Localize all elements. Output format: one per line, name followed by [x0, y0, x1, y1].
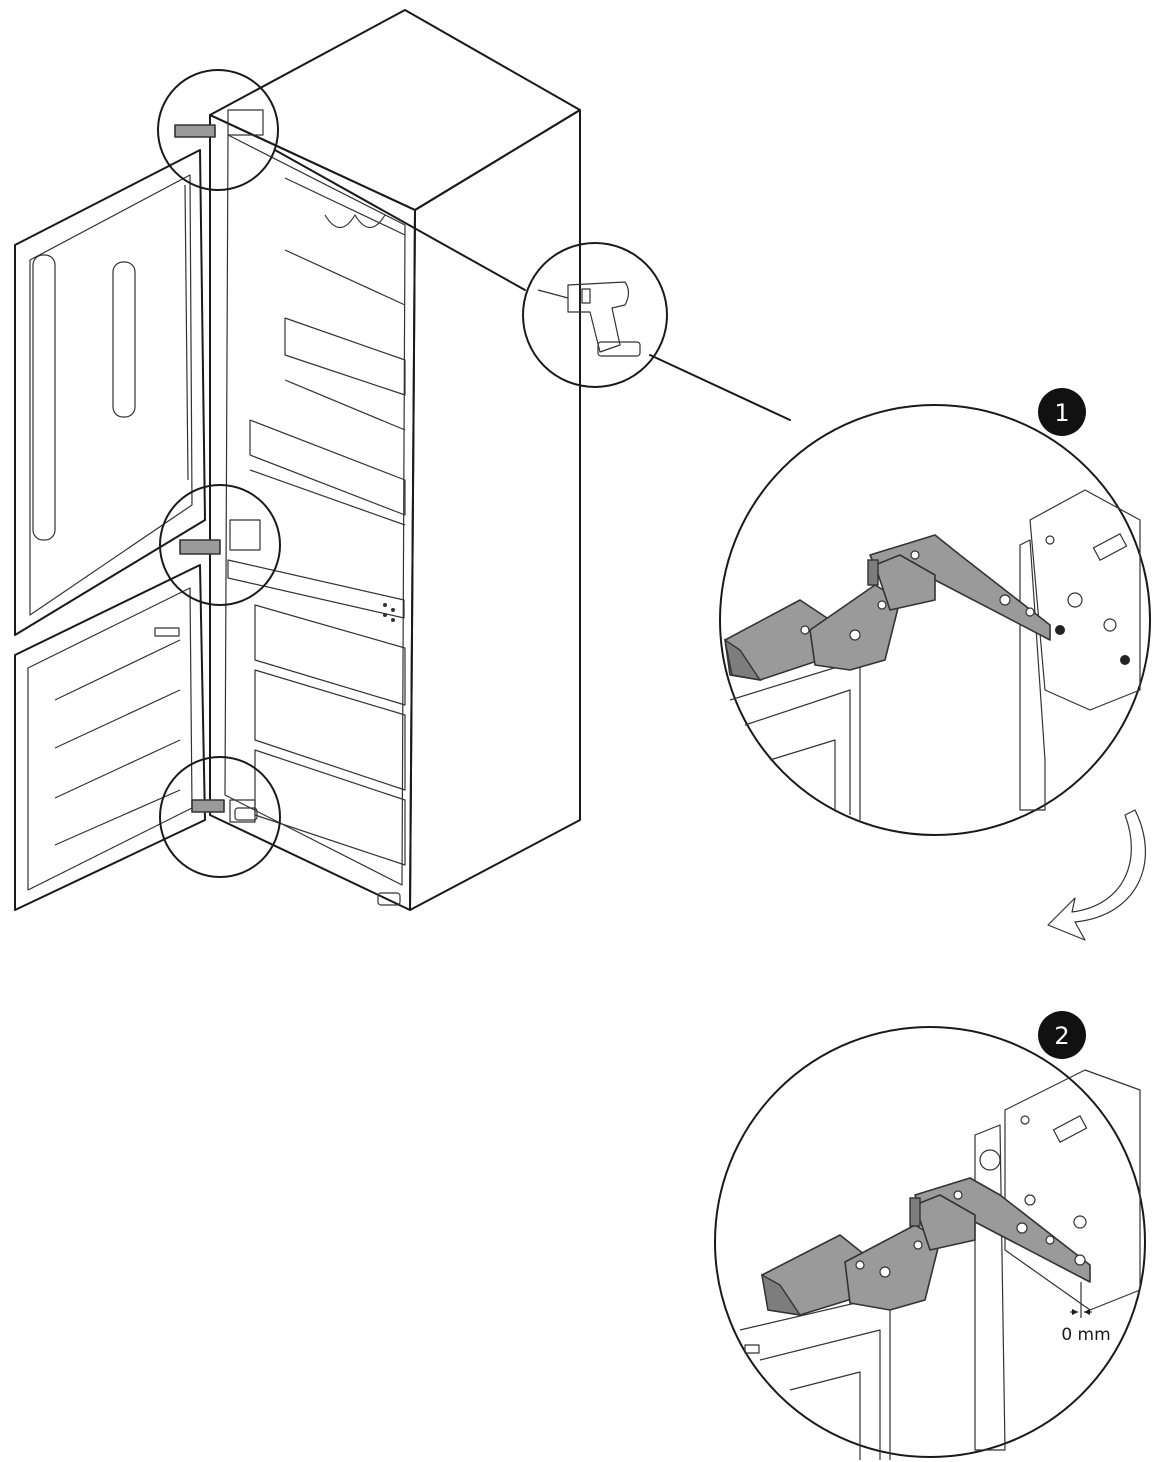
fridge-cabinet — [209, 9, 581, 911]
middle-hinge-zoom-circle — [159, 484, 281, 606]
callout-connector-line-2 — [649, 354, 791, 421]
step-1-badge: 1 — [1038, 388, 1086, 436]
gap-measurement: 0 mm — [1061, 1282, 1111, 1345]
step-1-number: 1 — [1054, 399, 1069, 427]
callout-connector-line — [274, 149, 526, 291]
bottom-hinge-zoom-circle — [159, 756, 281, 878]
cordless-screwdriver-icon — [537, 281, 641, 357]
step-2-number: 2 — [1054, 1022, 1069, 1050]
hinge-part-1 — [723, 534, 1130, 681]
gap-measurement-label: 0 mm — [1061, 1325, 1110, 1345]
top-hinge-zoom-circle — [157, 69, 279, 191]
detail-view-step-2: 0 mm — [714, 1026, 1146, 1460]
curved-arrow-icon — [1047, 809, 1147, 941]
tool-callout-circle — [522, 242, 668, 388]
step-2-badge: 2 — [1038, 1011, 1086, 1059]
detail-view-step-1 — [719, 404, 1151, 836]
hinge-part-2 — [761, 1177, 1091, 1316]
upper-door — [14, 149, 206, 636]
control-dots — [383, 603, 395, 622]
